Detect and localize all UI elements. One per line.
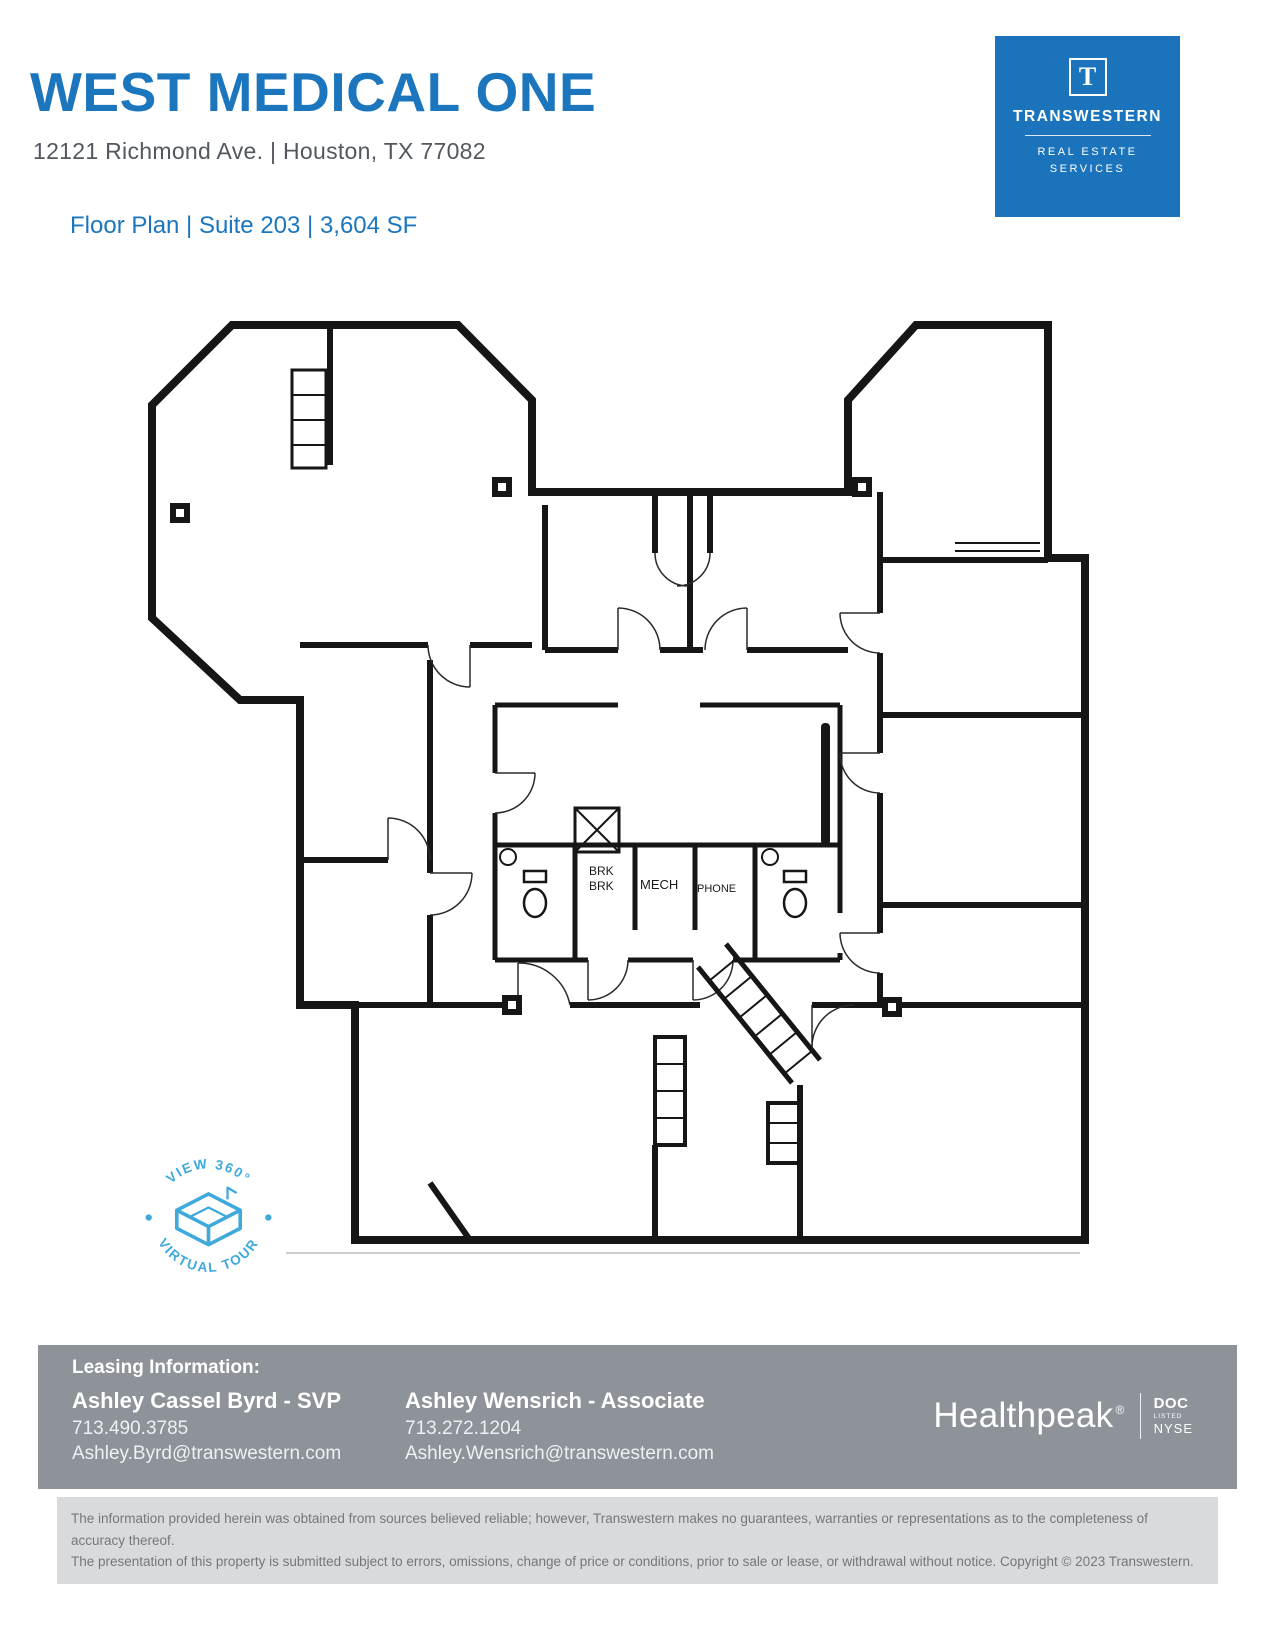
contact-phone: 713.490.3785 xyxy=(72,1418,189,1439)
brand-block: T TRANSWESTERN REAL ESTATE SERVICES xyxy=(995,36,1180,217)
disclaimer-line-1: The information provided herein was obta… xyxy=(71,1511,1148,1548)
disclaimer-line-2: The presentation of this property is sub… xyxy=(71,1554,1194,1570)
logo-divider xyxy=(1139,1393,1141,1439)
leasing-label: Leasing Information: xyxy=(72,1357,260,1378)
plan-baseline-rule xyxy=(286,1252,1080,1254)
stair-group xyxy=(696,942,822,1085)
tour-dot-right xyxy=(265,1214,272,1221)
brand-name: TRANSWESTERN xyxy=(1013,108,1162,125)
contact-email[interactable]: Ashley.Wensrich@transwestern.com xyxy=(405,1443,714,1464)
contact-card: Ashley Wensrich - Associate 713.272.1204… xyxy=(405,1388,714,1465)
ticker-listed: LISTED xyxy=(1153,1412,1183,1420)
label-phone: PHONE xyxy=(697,883,736,895)
label-brk-1: BRK xyxy=(589,864,614,878)
brand-tagline-1: REAL ESTATE xyxy=(1037,146,1138,158)
fixtures-group xyxy=(499,723,830,919)
tour-cube-icon xyxy=(174,1186,243,1247)
contact-name: Ashley Wensrich - Associate xyxy=(405,1388,705,1413)
contact-name: Ashley Cassel Byrd - SVP xyxy=(72,1388,342,1413)
floor-plan: BRK BRK MECH PHONE xyxy=(148,321,1089,1244)
interior-walls-group xyxy=(290,327,1085,1242)
label-brk-2: BRK xyxy=(589,879,614,893)
contact-email[interactable]: Ashley.Byrd@transwestern.com xyxy=(72,1443,342,1464)
partner-logo-block: Healthpeak® DOC LISTED NYSE xyxy=(933,1393,1193,1439)
contact-card: Ashley Cassel Byrd - SVP 713.490.3785 As… xyxy=(72,1388,341,1465)
disclaimer-bar: The information provided herein was obta… xyxy=(57,1497,1218,1584)
property-address: 12121 Richmond Ave. | Houston, TX 77082 xyxy=(33,138,486,164)
healthpeak-logo: Healthpeak® xyxy=(933,1396,1125,1435)
brand-tagline-2: SERVICES xyxy=(1049,163,1126,176)
label-mech: MECH xyxy=(640,877,678,892)
doors-group xyxy=(387,552,881,1048)
page-title: WEST MEDICAL ONE xyxy=(30,61,597,123)
columns-group xyxy=(170,477,902,1017)
contact-phone: 713.272.1204 xyxy=(405,1418,522,1439)
virtual-tour-badge[interactable]: VIEW 360° VIRTUAL TOUR xyxy=(136,1145,281,1290)
ticker-doc: DOC xyxy=(1153,1394,1189,1412)
ticker-nyse: NYSE xyxy=(1153,1421,1193,1437)
transwestern-t-icon: T xyxy=(1068,58,1107,96)
ticker-block: DOC LISTED NYSE xyxy=(1154,1396,1193,1436)
tour-dot-left xyxy=(145,1214,152,1221)
floorplan-subtitle: Floor Plan | Suite 203 | 3,604 SF xyxy=(70,212,418,239)
healthpeak-registered: ® xyxy=(1115,1403,1125,1418)
brand-divider xyxy=(1024,135,1151,136)
tour-arc-top-text: VIEW 360° xyxy=(163,1156,253,1186)
footer-bar: Leasing Information: Ashley Cassel Byrd … xyxy=(38,1345,1237,1489)
exterior-walls-group xyxy=(148,321,1089,1244)
